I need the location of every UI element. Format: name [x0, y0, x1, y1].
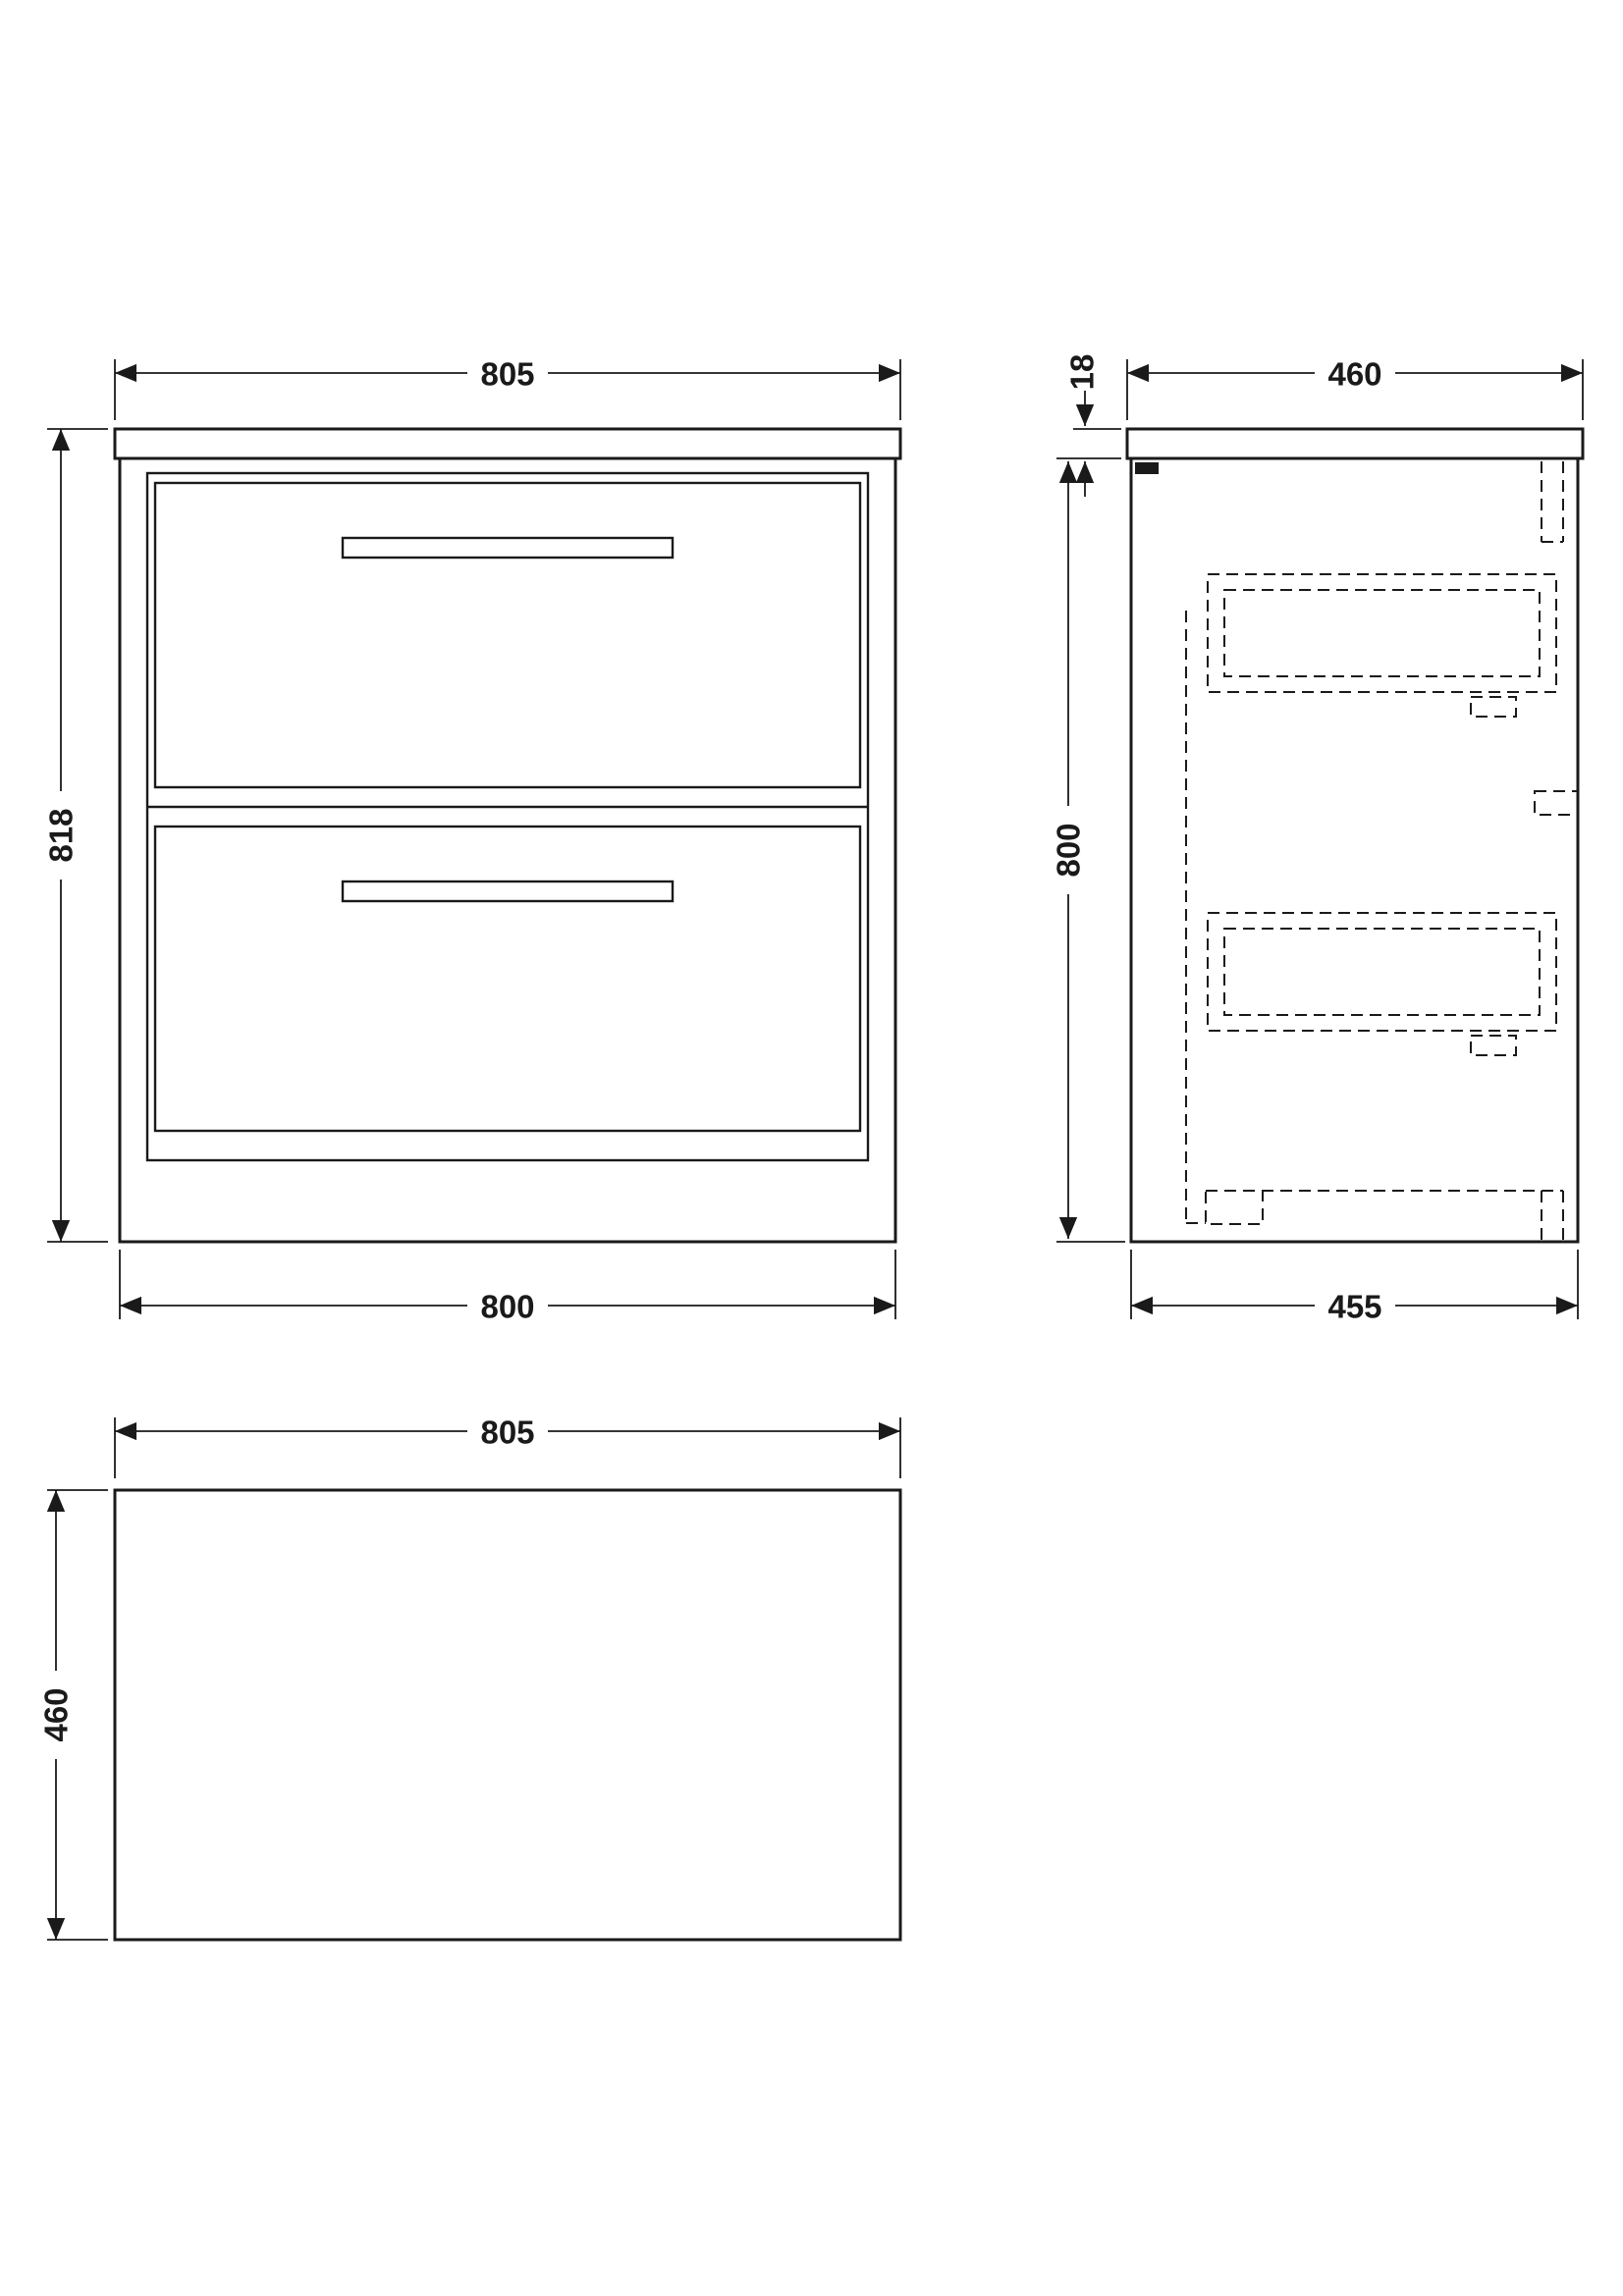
dimension-label: 818: [43, 808, 80, 862]
front-view: 805 818 800: [43, 355, 902, 1325]
drawer-runner-hidden: [1534, 790, 1579, 816]
dimension-label: 805: [480, 1415, 534, 1451]
dimension-label: 460: [38, 1687, 75, 1741]
dimension-label-group: 18: [1064, 354, 1101, 391]
dimension-label-group: 818: [43, 791, 80, 880]
dimension-label: 800: [480, 1289, 534, 1325]
front-drawer-1-handle: [341, 536, 675, 560]
side-hidden-structure: [1185, 461, 1579, 1240]
side-fixing-bracket: [1135, 462, 1159, 474]
dimension-label-bg: [1315, 1288, 1395, 1323]
side-cabinet-body: [1129, 458, 1580, 1244]
side-dim-depth-top: 460: [1126, 355, 1584, 420]
front-drawer-2-handle: [341, 880, 675, 903]
drawer-2-handle-hidden: [1470, 1035, 1517, 1056]
front-drawer-1: [153, 481, 862, 789]
drawer-1-handle-hidden: [1470, 696, 1517, 718]
drawer-box-1-hidden: [1207, 573, 1557, 693]
front-cabinet-body: [118, 458, 897, 1244]
front-opening-frame: [145, 471, 870, 1162]
side-dim-depth-bottom: 455: [1130, 1250, 1579, 1325]
side-countertop: [1125, 427, 1585, 460]
dimension-label: 800: [1051, 823, 1087, 877]
dimension-label-group: 460: [38, 1671, 75, 1759]
plan-dim-depth: 460: [38, 1489, 108, 1941]
side-dim-height: 800: [1051, 461, 1125, 1243]
dimension-label-bg: [467, 1414, 548, 1449]
side-view: 460 18 800: [1051, 354, 1585, 1325]
plan-countertop-outline: [113, 1488, 902, 1942]
dimension-label-bg: [1315, 355, 1395, 391]
dimension-label-bg: [43, 791, 79, 880]
dimension-label-bg: [1051, 806, 1086, 894]
side-dim-counter-thickness: 18: [1056, 354, 1121, 497]
dimension-label-bg: [467, 1288, 548, 1323]
front-dim-width-top: 805: [114, 355, 901, 420]
front-drawer-2: [153, 825, 862, 1133]
dimension-label-bg: [38, 1671, 74, 1759]
drawer-box-2-hidden: [1207, 912, 1557, 1032]
plan-view: 805 460: [38, 1414, 902, 1942]
dimension-label: 805: [480, 356, 534, 393]
front-dim-width-bottom: 800: [119, 1250, 896, 1325]
drawer-box-1-inner-hidden: [1223, 589, 1541, 677]
dimension-label: 455: [1327, 1289, 1381, 1325]
dimension-label: 18: [1064, 354, 1101, 391]
dimension-label: 460: [1327, 356, 1381, 393]
dimension-label-group: 800: [1051, 806, 1087, 894]
front-countertop: [113, 427, 902, 460]
drawer-box-2-inner-hidden: [1223, 928, 1541, 1016]
plinth-foot-hidden: [1205, 1190, 1264, 1225]
dimension-label-bg: [467, 355, 548, 391]
plan-dim-width: 805: [114, 1414, 901, 1478]
front-dim-height: 818: [43, 428, 108, 1243]
